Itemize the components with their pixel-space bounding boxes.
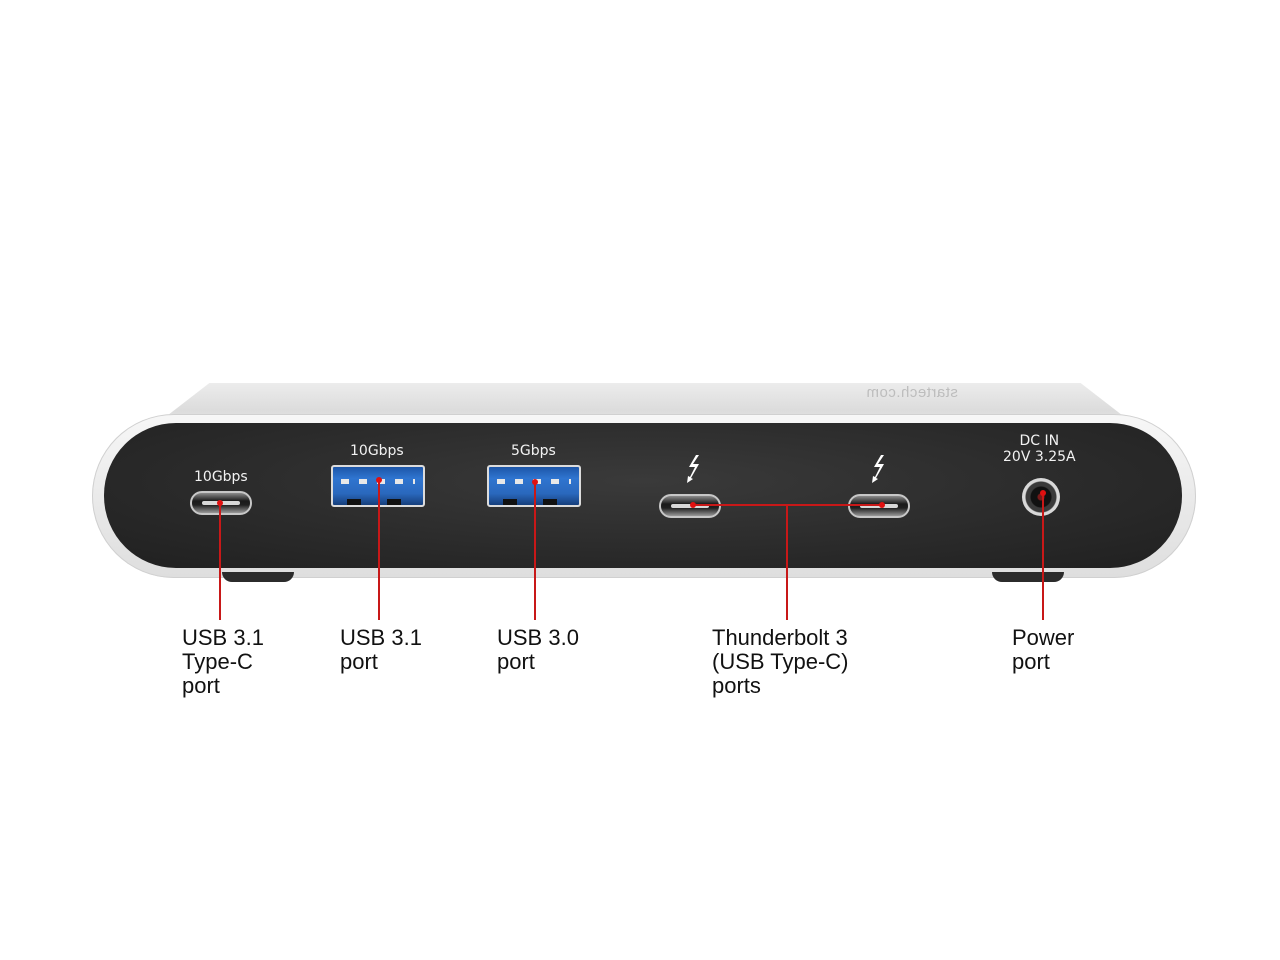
callout-dot-tb3-1 — [690, 502, 696, 508]
callout-line-usba31 — [378, 480, 380, 620]
foot-left — [222, 572, 294, 582]
callout-dot-tb3-2 — [879, 502, 885, 508]
callout-usbc: USB 3.1 Type-C port — [182, 625, 264, 698]
callout-tb3: Thunderbolt 3 (USB Type-C) ports — [712, 625, 849, 698]
brand-mark: startech.com — [866, 384, 958, 401]
callout-usba31: USB 3.1 port — [340, 625, 422, 674]
callout-dot-power — [1040, 490, 1046, 496]
thunderbolt-icon — [685, 455, 703, 489]
callout-dot-usba31 — [376, 477, 382, 483]
callout-dot-usba30 — [532, 479, 538, 485]
power-jack — [1022, 478, 1060, 516]
usba30-speed-label: 5Gbps — [511, 443, 556, 459]
foot-right — [992, 572, 1064, 582]
callout-dot-usbc — [217, 500, 223, 506]
dc-in-label: DC IN 20V 3.25A — [1003, 433, 1076, 465]
usbc-speed-label: 10Gbps — [194, 469, 248, 485]
callout-line-tb3 — [786, 505, 788, 620]
device-front-face — [104, 423, 1182, 568]
callout-line-power — [1042, 492, 1044, 620]
callout-line-usbc — [219, 503, 221, 620]
dc-in-line2: 20V 3.25A — [1003, 449, 1076, 465]
callout-power: Power port — [1012, 625, 1075, 674]
callout-usba30: USB 3.0 port — [497, 625, 579, 674]
callout-line-usba30 — [534, 482, 536, 620]
dc-in-line1: DC IN — [1019, 433, 1060, 449]
thunderbolt-icon — [870, 455, 888, 489]
usba31-speed-label: 10Gbps — [350, 443, 404, 459]
